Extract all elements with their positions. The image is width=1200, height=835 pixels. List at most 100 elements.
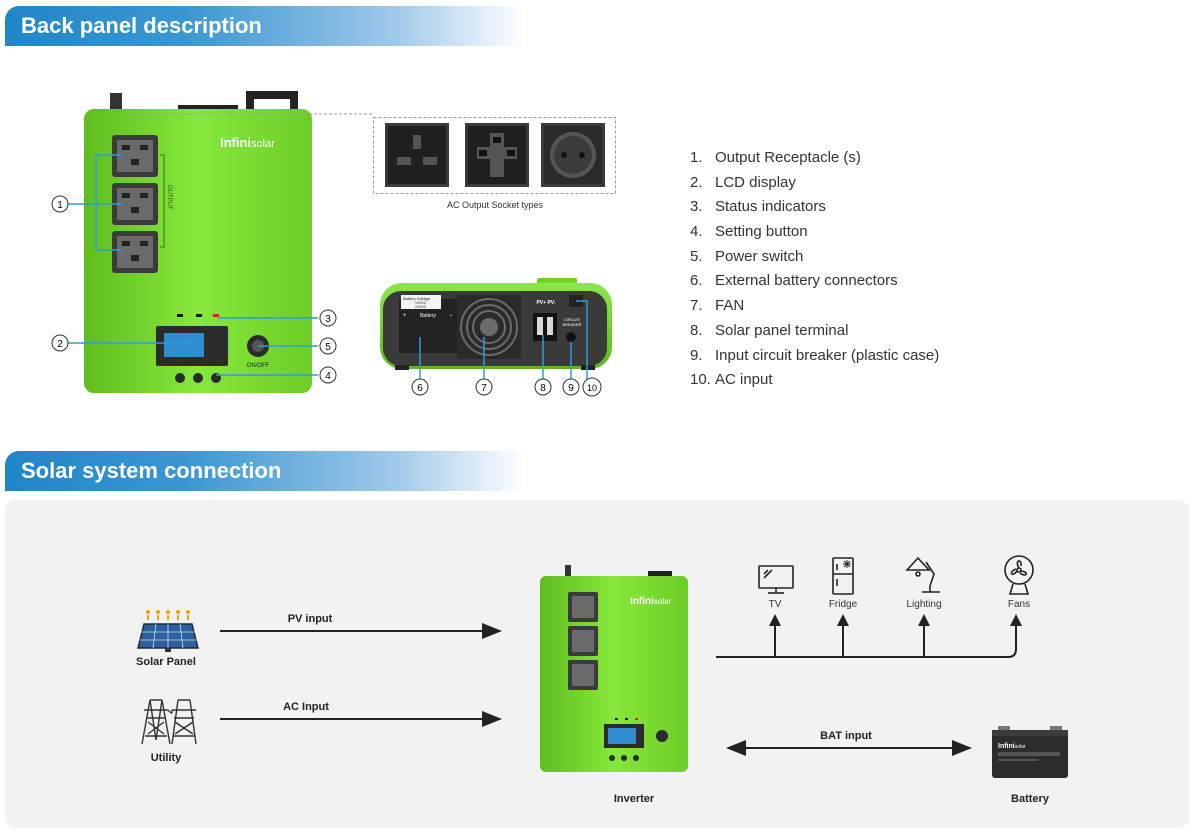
feature-text: Input circuit breaker (plastic case): [715, 346, 940, 364]
setting-button-1: [175, 373, 185, 383]
output-socket-2: [112, 183, 158, 225]
svg-text:Infinisolar: Infinisolar: [998, 743, 1026, 750]
socket-type-universal-icon: [465, 123, 529, 187]
fridge-icon: [832, 557, 854, 595]
ac-cable-stub: [110, 93, 122, 111]
feature-num: 5.: [690, 247, 703, 265]
svg-text:7: 7: [481, 383, 487, 394]
load-label-fans: Fans: [1008, 599, 1030, 610]
feature-num: 1.: [690, 149, 703, 166]
feature-item: 3.Status indicators: [690, 195, 939, 220]
callout-7: 7: [475, 378, 493, 396]
lcd-display: [164, 333, 204, 357]
ac-input-label: AC Input: [283, 701, 329, 713]
tv-icon: [758, 565, 794, 594]
solar-connection-diagram: Solar Panel Utility PV input AC Input In…: [136, 555, 1068, 805]
callout-lines-bottom: [419, 300, 588, 379]
load-label-fridge: Fridge: [829, 599, 858, 610]
output-socket-3: [112, 231, 158, 273]
output-bracket: [160, 154, 165, 248]
fan-hub: [480, 318, 498, 336]
pv-terminal-pin-1: [537, 317, 543, 335]
callout-4: 4: [319, 366, 337, 384]
bat-input-label: BAT input: [820, 730, 872, 742]
inverter-bottom-diagram: Battery Voltage 12VDC 24VDC + − Battery …: [380, 278, 612, 397]
feature-item: 2. LCD display: [690, 171, 939, 196]
solar-panel-label: Solar Panel: [136, 656, 196, 668]
socket-types-caption: AC Output Socket types: [446, 200, 544, 210]
battery-voltage-label-box: [401, 295, 441, 309]
output-label: OUTPUT: [166, 185, 172, 210]
status-led-2: [196, 314, 202, 317]
feature-num: 8.: [690, 321, 703, 339]
battery-polarity-minus: −: [449, 313, 453, 319]
svg-text:9: 9: [568, 383, 574, 394]
feature-text: Solar panel terminal: [715, 321, 849, 339]
pv-input-label: PV input: [288, 613, 333, 625]
load-label-lighting: Lighting: [906, 599, 941, 610]
foot-1: [395, 365, 409, 370]
callout-1: 1: [51, 195, 69, 213]
breaker-label-2: BREAKER: [562, 322, 581, 327]
feature-text: Setting button: [715, 223, 808, 241]
section-title-back-panel-text: Back panel description: [21, 13, 262, 38]
feature-num: 10.: [690, 371, 711, 389]
battery-icon: Infinisolar: [992, 726, 1068, 778]
top-handle: [246, 91, 298, 113]
feature-text: Status indicators: [715, 198, 826, 216]
svg-text:10: 10: [587, 383, 597, 393]
circuit-breaker: [566, 332, 576, 342]
pv-terminal: [533, 313, 557, 341]
feature-text: External battery connectors: [715, 272, 898, 290]
inverter-body: [84, 109, 312, 393]
fan-ring-1: [460, 298, 518, 356]
feature-text: LCD display: [715, 173, 796, 191]
battery-polarity-plus: +: [403, 313, 407, 319]
callout-3: 3: [319, 309, 337, 327]
svg-text:6: 6: [417, 383, 423, 394]
feature-item: 6.External battery connectors: [690, 269, 939, 294]
utility-label: Utility: [151, 752, 182, 764]
battery-label: Battery: [1011, 793, 1050, 805]
status-led-3: [213, 314, 219, 317]
lamp-icon: [905, 556, 940, 593]
section-title-solar: Solar system connection: [5, 451, 525, 491]
pv-terminal-pin-2: [547, 317, 553, 335]
load-label-tv: TV: [769, 599, 782, 610]
socket-link-dashed: [130, 113, 374, 120]
callout-10: 10: [582, 377, 602, 397]
svg-text:4: 4: [325, 371, 331, 382]
onoff-label: ON/OFF: [247, 363, 270, 369]
section-title-back-panel: Back panel description: [5, 6, 525, 46]
feature-text: Output Receptacle (s): [715, 149, 861, 166]
feature-item: 7.FAN: [690, 294, 939, 319]
load-arrowheads: [769, 614, 1022, 626]
feature-num: 4.: [690, 223, 703, 241]
feature-item: 1. Output Receptacle (s): [690, 146, 939, 171]
callout-9: 9: [562, 378, 580, 396]
feature-text: Power switch: [715, 247, 804, 265]
svg-text:8: 8: [540, 383, 546, 394]
feature-item: 5. Power switch: [690, 245, 939, 270]
fan-ring-2: [466, 304, 512, 350]
inverter-icon: Infinisolar: [540, 565, 688, 772]
battery-voltage-24: 24VDC: [415, 305, 427, 309]
output-socket-1: [112, 135, 158, 177]
load-bus: [716, 622, 1017, 658]
setting-button-2: [193, 373, 203, 383]
svg-text:3: 3: [325, 314, 331, 325]
socket-type-schuko-icon: [541, 123, 605, 187]
fan-icon: [1004, 555, 1034, 595]
brand-logo: Infinisolar: [220, 135, 275, 150]
solar-panel-icon: [137, 610, 199, 652]
status-led-1: [177, 314, 183, 317]
feature-num: 7.: [690, 297, 703, 315]
battery-voltage-12: 12VDC: [415, 301, 427, 305]
inverter-label: Inverter: [614, 793, 655, 805]
feature-item: 9.Input circuit breaker (plastic case): [690, 344, 939, 369]
socket-types-box: [373, 117, 616, 194]
svg-text:5: 5: [325, 342, 331, 353]
feature-num: 2.: [690, 173, 703, 191]
feature-item: 4. Setting button: [690, 220, 939, 245]
svg-text:Infinisolar: Infinisolar: [630, 596, 672, 607]
